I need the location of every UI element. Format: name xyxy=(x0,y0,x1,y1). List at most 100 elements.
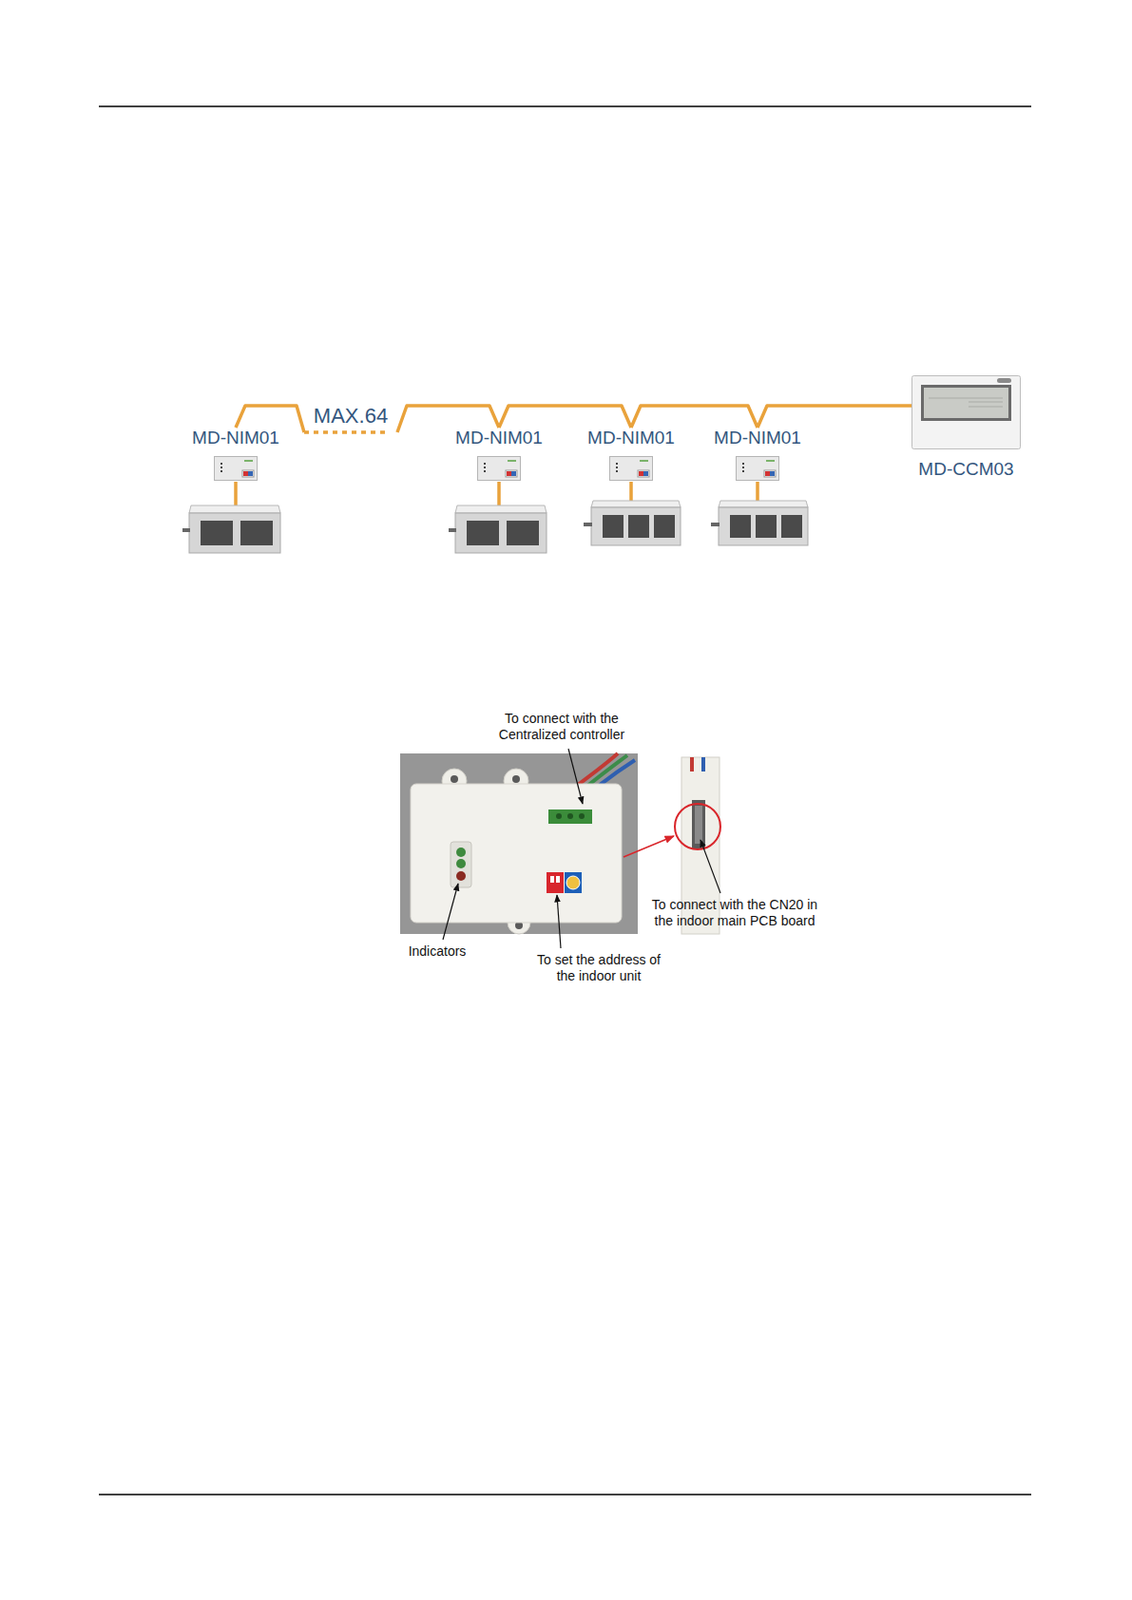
module-switch-frame xyxy=(505,470,518,478)
module-led xyxy=(220,466,223,469)
duct-unit-body xyxy=(718,507,808,546)
module-dip-switch xyxy=(506,471,512,477)
duct-unit-opening xyxy=(653,515,675,538)
dip-switch xyxy=(546,872,564,894)
duct-unit-pipe xyxy=(182,528,191,533)
screen-line xyxy=(968,406,1003,408)
module-icon xyxy=(609,456,653,481)
module-led xyxy=(615,462,618,465)
module-icon xyxy=(477,456,521,481)
module-rotary-switch xyxy=(511,471,517,477)
module-rotary-switch xyxy=(769,471,775,477)
module-rotary-switch xyxy=(248,471,253,477)
terminal-screw xyxy=(556,813,562,820)
module-led xyxy=(615,470,618,473)
module-switch-frame xyxy=(764,470,776,478)
module-body xyxy=(736,457,780,481)
module-terminal xyxy=(639,460,649,462)
module-switch-frame xyxy=(637,470,650,478)
bus-line xyxy=(631,405,758,428)
module-terminal xyxy=(507,460,517,462)
module-led xyxy=(220,462,223,465)
page-rule xyxy=(98,1494,1032,1497)
screen-line xyxy=(968,402,1003,403)
photo-background xyxy=(400,753,638,935)
module-led xyxy=(742,462,745,465)
unit-wire xyxy=(233,481,238,506)
leader-line xyxy=(700,840,721,894)
bus-line xyxy=(757,405,912,428)
network-module: MD-NIM01 xyxy=(191,427,280,481)
module-led xyxy=(742,466,745,469)
module-body xyxy=(214,457,258,481)
duct-unit-opening xyxy=(755,515,777,538)
duct-unit-opening xyxy=(240,520,273,546)
mounting-hole xyxy=(450,775,459,784)
module-dip-switch xyxy=(765,471,770,477)
callout-text: Indicators xyxy=(408,943,467,960)
duct-unit-opening xyxy=(466,520,499,546)
module-led xyxy=(615,466,618,469)
duct-unit-body xyxy=(591,507,681,546)
rotary-switch xyxy=(564,872,582,894)
controller-body xyxy=(912,376,1021,450)
module-icon xyxy=(213,456,258,481)
indicator-slot xyxy=(450,842,472,888)
module-terminal xyxy=(244,460,253,462)
duct-unit-opening xyxy=(628,515,650,538)
indicator-led xyxy=(456,871,466,882)
dip-lever xyxy=(550,876,555,883)
callout-text: To set the address of the indoor unit xyxy=(532,952,666,985)
cn20-socket xyxy=(691,800,706,850)
duct-unit-opening xyxy=(729,515,751,538)
module-rotary-switch xyxy=(643,471,649,477)
duct-unit-body xyxy=(455,513,547,554)
mounting-hole xyxy=(512,775,520,784)
model-label: MD-NIM01 xyxy=(587,427,675,449)
terminal-screw xyxy=(567,813,574,820)
indicator-led xyxy=(456,859,466,869)
module-icon xyxy=(735,456,780,481)
unit-wire xyxy=(629,481,634,501)
module-side-view xyxy=(681,757,720,935)
callout-text: To connect with the CN20 in the indoor m… xyxy=(649,897,821,930)
screen-line xyxy=(928,398,1003,400)
module-led xyxy=(483,462,486,465)
terminal-block xyxy=(548,809,593,825)
duct-unit-pipe xyxy=(448,528,457,533)
leader-line xyxy=(442,883,459,941)
duct-unit-opening xyxy=(200,520,233,546)
module-dip-switch xyxy=(243,471,249,477)
duct-unit-opening xyxy=(781,515,803,538)
network-module: MD-NIM01 xyxy=(587,427,675,481)
duct-unit-pipe xyxy=(710,522,720,527)
module-switch-frame xyxy=(242,470,254,478)
controller-screen-frame xyxy=(920,384,1012,422)
wire-red xyxy=(690,757,694,772)
unit-wire xyxy=(497,481,501,506)
duct-unit-body xyxy=(189,513,281,554)
unit-wire xyxy=(755,481,760,501)
module-dip-switch xyxy=(638,471,644,477)
duct-unit-top xyxy=(189,505,281,514)
duct-unit-top xyxy=(455,505,547,514)
model-label: MD-NIM01 xyxy=(191,427,280,449)
module-led xyxy=(483,466,486,469)
bus-line xyxy=(498,405,632,428)
terminal-screw xyxy=(578,813,585,820)
duct-unit-pipe xyxy=(583,522,593,527)
duct-unit-opening xyxy=(602,515,624,538)
module-led xyxy=(220,470,223,473)
duct-unit-opening xyxy=(506,520,539,546)
module-led xyxy=(483,470,486,473)
module-body xyxy=(610,457,653,481)
callout-text: To connect with the Centralized controll… xyxy=(480,710,643,744)
edge-label: MAX.64 xyxy=(311,405,390,427)
pointer-arrow xyxy=(623,836,674,858)
module-housing xyxy=(410,784,622,923)
duct-unit-top xyxy=(718,500,808,508)
network-module: MD-NIM01 xyxy=(713,427,802,481)
